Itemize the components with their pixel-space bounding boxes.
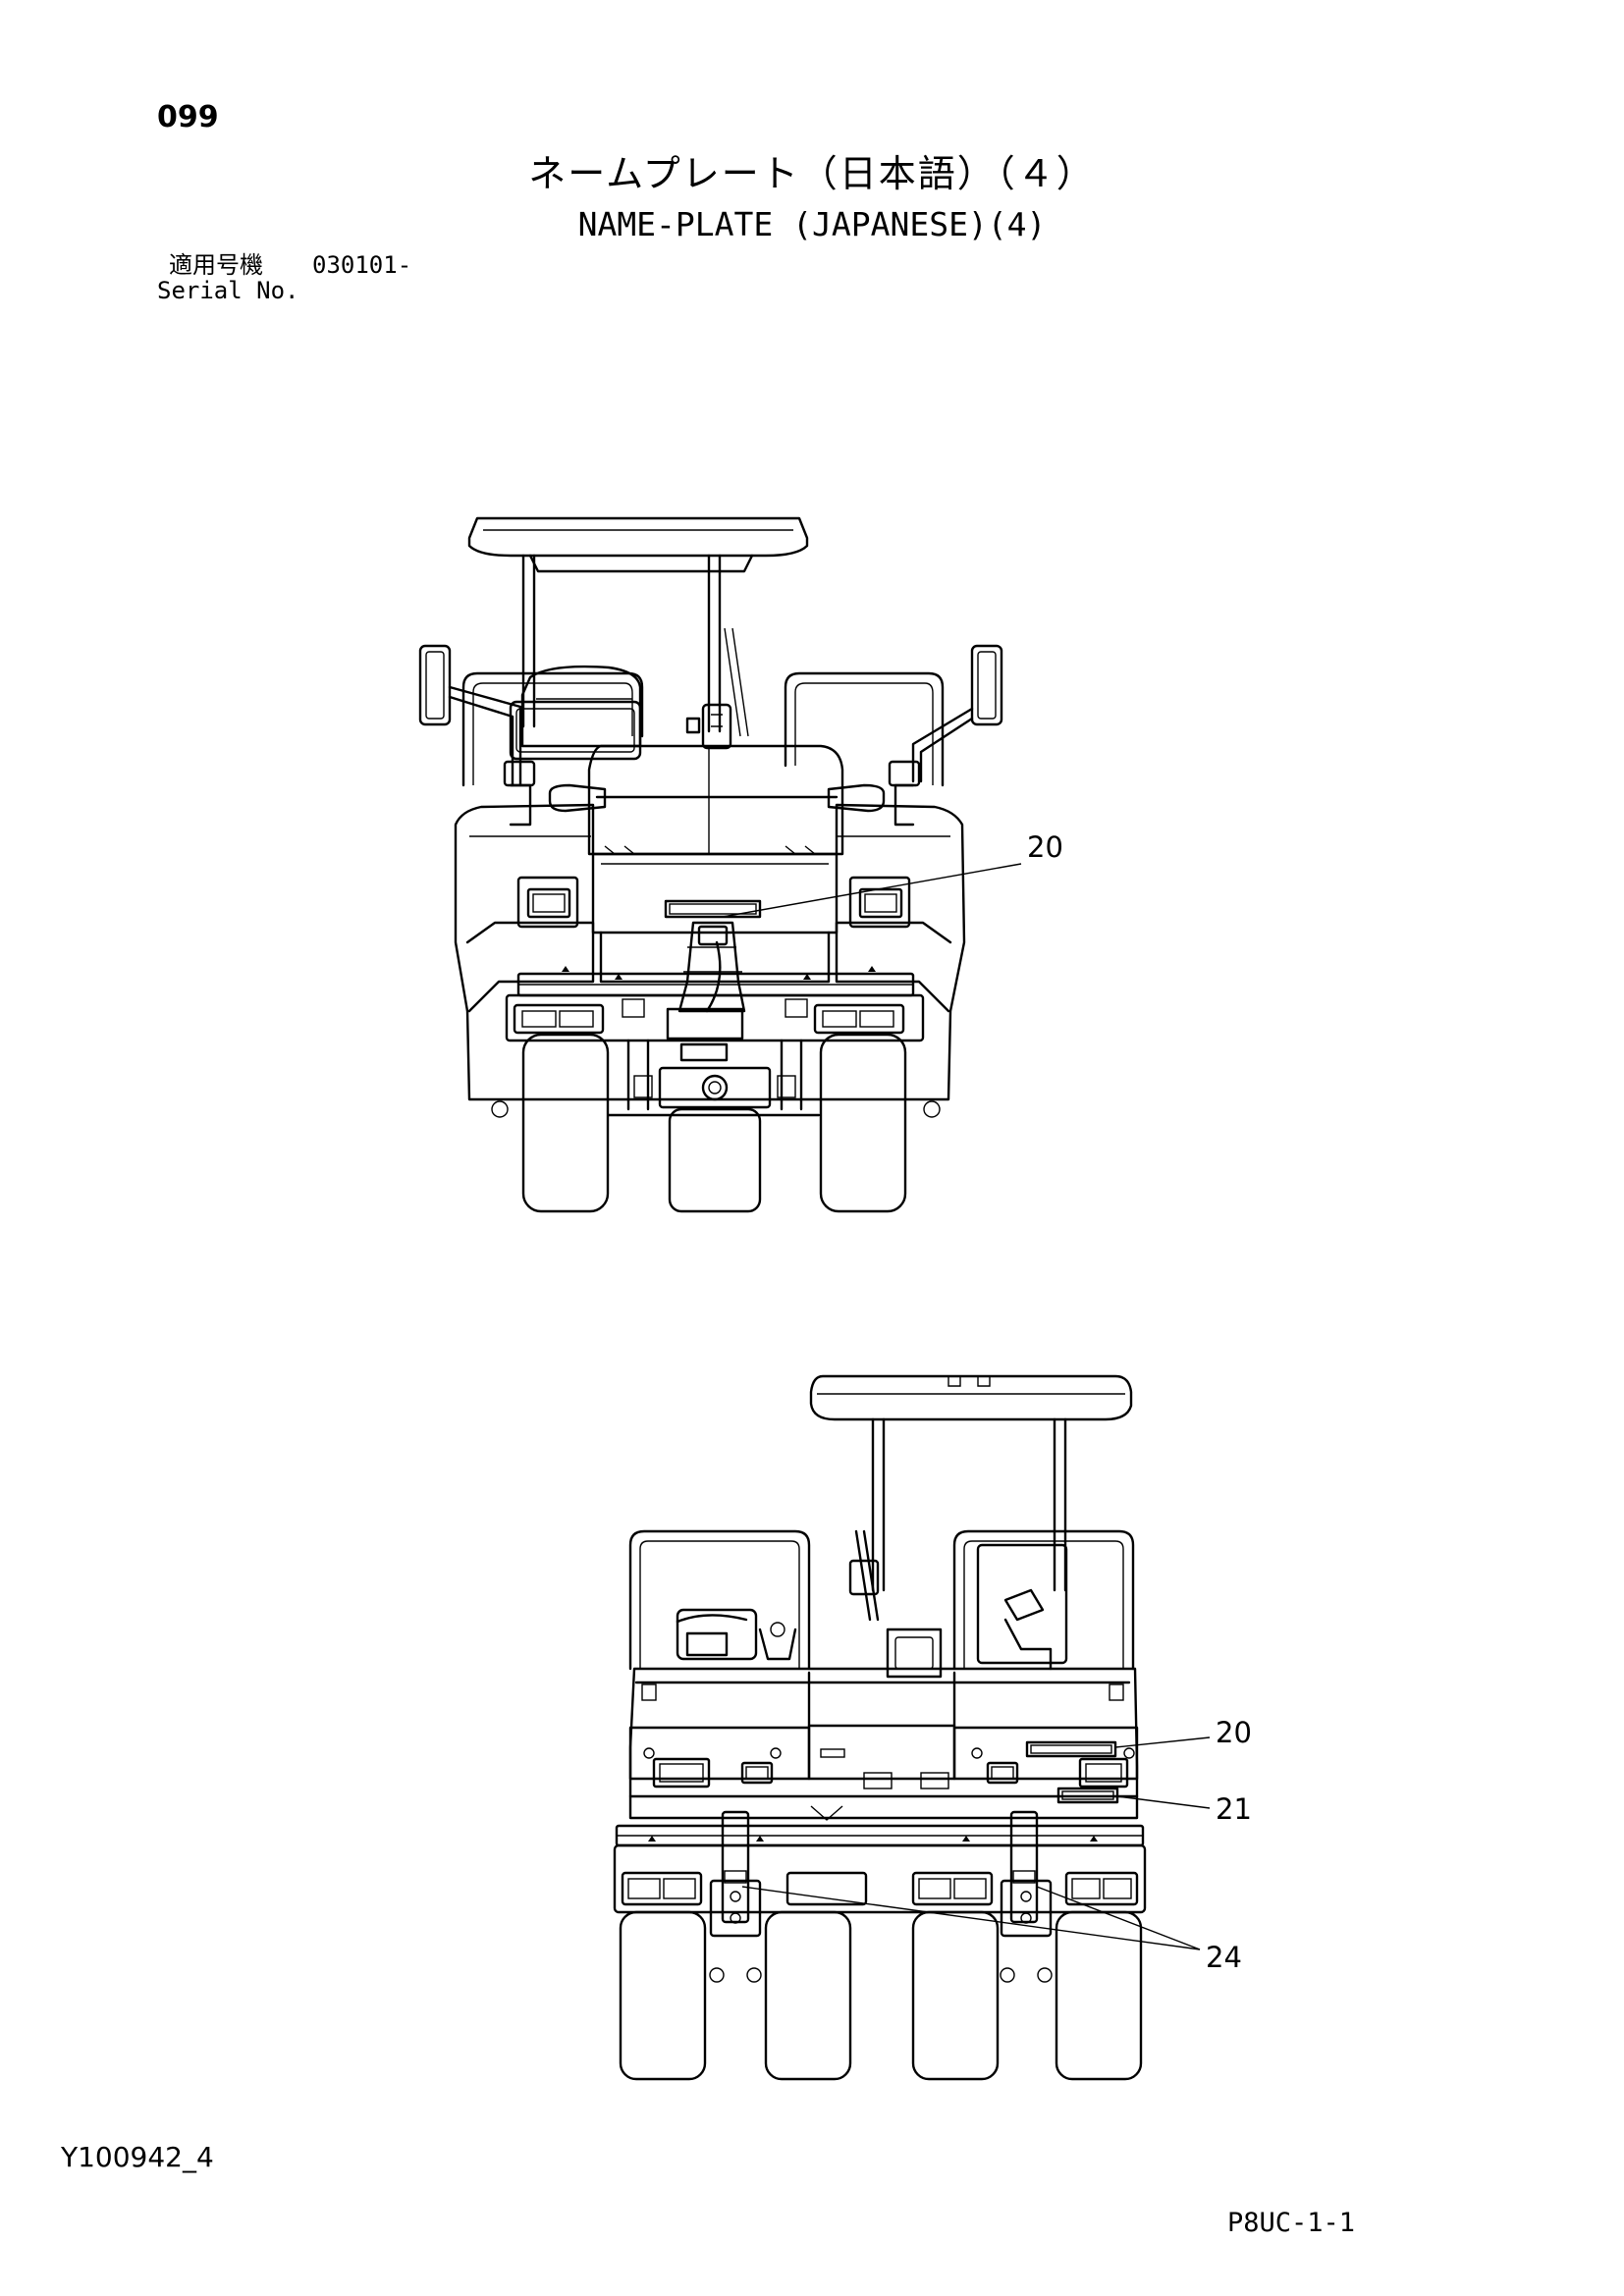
document-code: Y100942_4 <box>61 2141 214 2173</box>
rear-hanger-brackets <box>709 1810 1053 1938</box>
rear-lamp-boxes <box>652 1757 1129 1789</box>
front-control-lever <box>685 703 732 750</box>
serial-label-english: Serial No. <box>157 277 299 304</box>
front-right-tire <box>819 1033 907 1213</box>
front-left-lamp-box <box>516 876 579 929</box>
serial-label-japanese: 適用号機 <box>169 251 263 279</box>
svg-text:24: 24 <box>1206 1941 1242 1974</box>
rear-canopy-posts <box>848 1417 1067 1622</box>
front-right-mirror <box>911 644 1003 783</box>
front-seat <box>509 665 642 761</box>
rear-canopy-roof <box>809 1374 1133 1421</box>
front-left-tire <box>521 1033 610 1213</box>
rear-callout-24: 24 <box>741 1886 1242 1974</box>
rear-tire-3 <box>911 1910 1000 2081</box>
front-center-tire <box>668 1107 762 1213</box>
svg-text:20: 20 <box>1216 1716 1252 1749</box>
rear-callout-21: 21 <box>1116 1792 1252 1826</box>
front-side-lights <box>503 760 921 827</box>
rear-callout-20: 20 <box>1114 1716 1252 1749</box>
sheet-code: P8UC-1-1 <box>1227 2208 1356 2238</box>
page-number: 099 <box>157 100 219 134</box>
front-axle-assembly <box>491 1039 941 1118</box>
front-center-column <box>677 921 746 1013</box>
front-callout-20: 20 <box>722 830 1063 918</box>
page-title-japanese: ネームプレート（日本語）（４） <box>528 152 1096 195</box>
rear-tires <box>619 1910 1143 2081</box>
front-hood <box>548 744 886 856</box>
front-name-plate-20 <box>664 899 762 919</box>
rear-name-plate-21 <box>1056 1787 1119 1804</box>
callout-label: 20 <box>1027 830 1063 864</box>
front-vent-pattern <box>601 845 829 865</box>
rear-tire-2 <box>764 1910 852 2081</box>
rear-tire-1 <box>619 1910 707 2081</box>
front-bumper-frame <box>505 966 925 1062</box>
rear-name-plate-20 <box>1025 1740 1117 1758</box>
rear-roll-bars <box>628 1529 1135 1671</box>
front-machine-body <box>454 803 966 1101</box>
front-roll-bars <box>461 671 945 787</box>
serial-number-value: 030101- <box>312 251 412 279</box>
page-title-english: NAME-PLATE (JAPANESE)(4) <box>577 205 1047 243</box>
rear-bumper-frame <box>613 1805 1147 1914</box>
rear-machine-body <box>628 1667 1139 1820</box>
rear-engine-compartment <box>676 1543 1068 1679</box>
front-canopy-roof <box>467 516 809 573</box>
rear-tire-4 <box>1055 1910 1143 2081</box>
svg-text:21: 21 <box>1216 1792 1252 1826</box>
